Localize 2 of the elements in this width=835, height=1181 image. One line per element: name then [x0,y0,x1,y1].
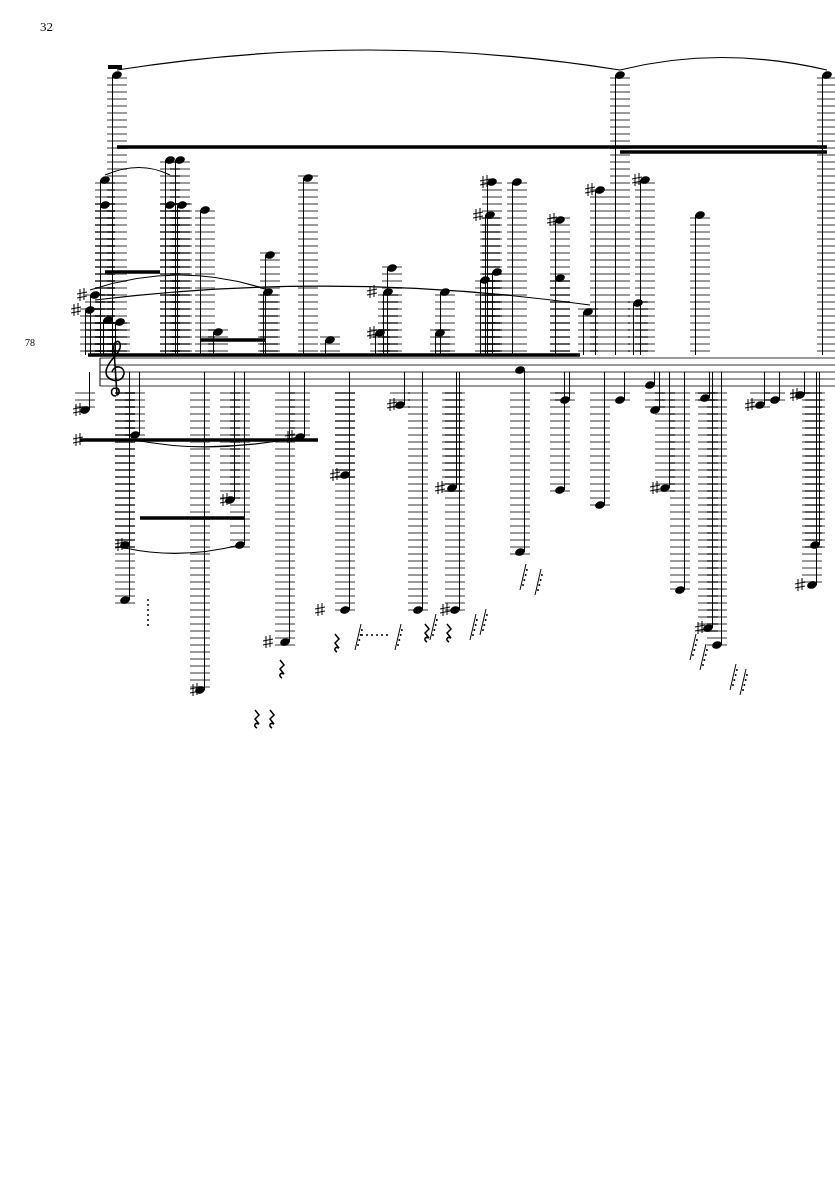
page-number: 32 [40,20,53,33]
measure-number: 78 [25,338,35,348]
